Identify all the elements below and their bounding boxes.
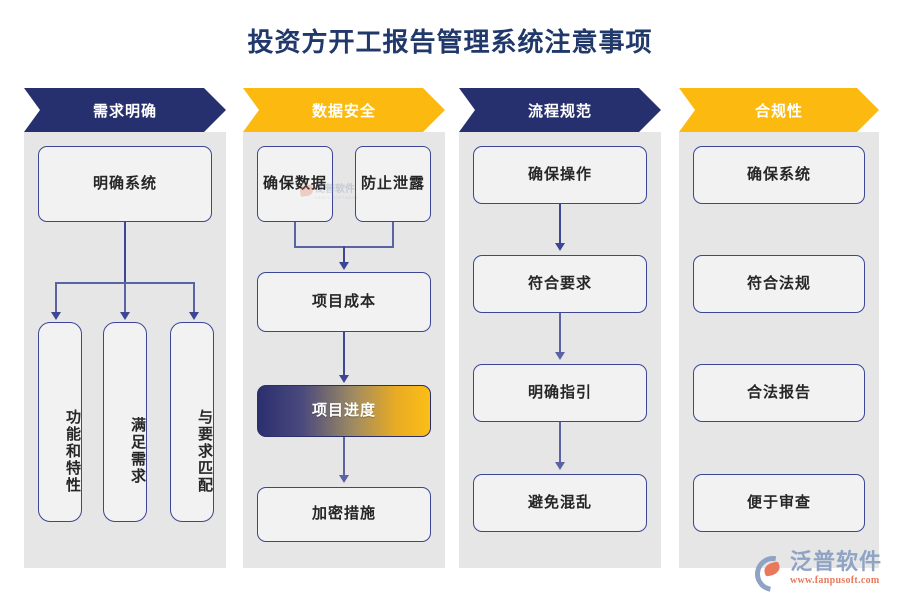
node-fang-zhi-xie-lu[interactable]: 防止泄露 <box>355 146 431 222</box>
node-fu-he-fa-gui[interactable]: 符合法规 <box>693 255 865 313</box>
arrowhead-step-1-2 <box>555 243 565 251</box>
column-compliance: 合规性 确保系统 符合法规 合法报告 便于审查 <box>679 88 879 568</box>
node-label: 项目成本 <box>311 292 376 310</box>
node-que-bao-cao-zuo[interactable]: 确保操作 <box>473 146 647 204</box>
node-label: 符合法规 <box>746 274 811 292</box>
node-bian-yu-shen-cha[interactable]: 便于审查 <box>693 474 865 532</box>
node-label: 合法报告 <box>746 383 811 401</box>
connector-merge-stem <box>343 246 345 264</box>
arrowhead-to-encrypt <box>339 475 349 483</box>
column-panel-compliance: 确保系统 符合法规 合法报告 便于审查 <box>679 132 879 568</box>
node-label: 加密措施 <box>311 505 376 523</box>
connector-cost-to-progress <box>343 332 345 377</box>
column-panel-process-standards: 确保操作 符合要求 明确指引 避免混乱 <box>459 132 661 568</box>
brand-url: www.fanpusoft.com <box>789 575 880 586</box>
brand-logo: 泛普软件 www.fanpusoft.com <box>755 549 882 587</box>
column-panel-data-security: 确保数据 防止泄露 项目成本 项目进度 加密措施 <box>243 132 445 568</box>
connector-drop-left <box>55 282 57 314</box>
arrowhead-to-cost <box>339 262 349 270</box>
node-ming-que-zhi-yin[interactable]: 明确指引 <box>473 364 647 422</box>
node-label: 明确指引 <box>527 383 592 401</box>
page-title: 投资方开工报告管理系统注意事项 <box>247 27 653 57</box>
node-label: 确保操作 <box>527 165 592 183</box>
column-header-requirements: 需求明确 <box>24 88 226 132</box>
arrowhead-right <box>189 312 199 320</box>
connector-step-3-4 <box>559 422 561 464</box>
column-process-standards: 流程规范 确保操作 符合要求 明确指引 避免混乱 <box>459 88 661 568</box>
connector-stem <box>124 222 126 283</box>
connector-merge-right <box>392 222 394 247</box>
connector-merge-left <box>294 222 296 247</box>
node-he-fa-bao-gao[interactable]: 合法报告 <box>693 364 865 422</box>
column-header-compliance: 合规性 <box>679 88 879 132</box>
fanpu-swoosh-icon <box>755 555 785 583</box>
node-gong-neng-he-te-xing[interactable]: 功能和特性 <box>38 322 82 522</box>
node-label: 确保系统 <box>746 165 811 183</box>
node-label: 功能和特性 <box>64 408 81 494</box>
arrowhead-step-2-3 <box>555 352 565 360</box>
node-que-bao-xi-tong[interactable]: 确保系统 <box>693 146 865 204</box>
connector-step-2-3 <box>559 313 561 354</box>
node-que-bao-shu-ju[interactable]: 确保数据 <box>257 146 333 222</box>
node-man-zu-xu-qiu[interactable]: 满足需求 <box>103 322 147 522</box>
node-fu-he-yao-qiu[interactable]: 符合要求 <box>473 255 647 313</box>
arrowhead-left <box>51 312 61 320</box>
node-jia-mi-cuo-shi[interactable]: 加密措施 <box>257 487 431 542</box>
node-label: 与要求匹配 <box>196 408 213 494</box>
column-header-label: 数据安全 <box>311 102 376 120</box>
node-label: 便于审查 <box>746 493 811 511</box>
node-label: 项目进度 <box>311 401 376 419</box>
connector-progress-to-encrypt <box>343 437 345 477</box>
node-bi-mian-hun-luan[interactable]: 避免混乱 <box>473 474 647 532</box>
column-header-label: 需求明确 <box>92 102 157 120</box>
column-data-security: 数据安全 确保数据 防止泄露 项目成本 项目进度 <box>243 88 445 568</box>
column-panel-requirements: 明确系统 功能和特性 满足需求 与要求匹配 <box>24 132 226 568</box>
column-header-data-security: 数据安全 <box>243 88 445 132</box>
node-yu-yao-qiu-pi-pei[interactable]: 与要求匹配 <box>170 322 214 522</box>
node-label: 符合要求 <box>527 274 592 292</box>
node-label: 满足需求 <box>129 417 146 485</box>
node-label: 确保数据 <box>262 174 327 192</box>
node-label: 明确系统 <box>92 174 157 192</box>
node-ming-que-xi-tong[interactable]: 明确系统 <box>38 146 212 222</box>
node-xiang-mu-cheng-ben[interactable]: 项目成本 <box>257 272 431 332</box>
column-header-process-standards: 流程规范 <box>459 88 661 132</box>
column-requirements: 需求明确 明确系统 功能和特性 满足需求 与要求匹配 <box>24 88 226 568</box>
arrowhead-mid <box>120 312 130 320</box>
column-header-label: 流程规范 <box>527 102 592 120</box>
brand-name: 泛普软件 <box>789 549 882 574</box>
column-header-label: 合规性 <box>754 102 803 120</box>
connector-step-1-2 <box>559 204 561 245</box>
node-label: 避免混乱 <box>527 493 592 511</box>
arrowhead-step-3-4 <box>555 462 565 470</box>
arrowhead-to-progress <box>339 375 349 383</box>
connector-drop-right <box>193 282 195 314</box>
connector-drop-mid <box>124 282 126 314</box>
node-label: 防止泄露 <box>360 174 425 192</box>
node-xiang-mu-jin-du[interactable]: 项目进度 <box>257 385 431 437</box>
